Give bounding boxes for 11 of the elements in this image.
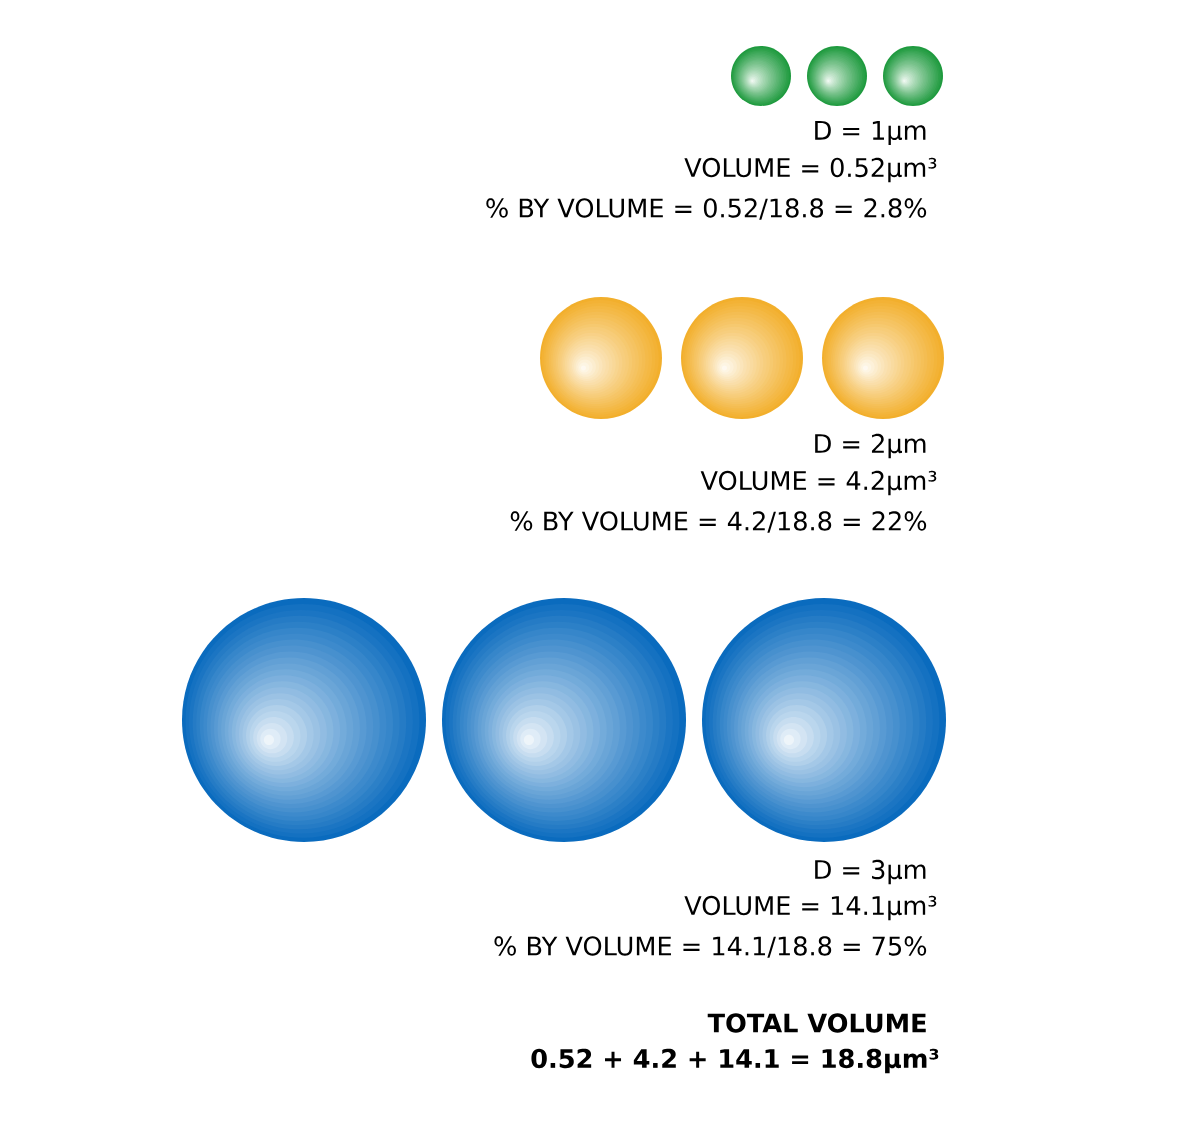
total-label: TOTAL VOLUME xyxy=(707,1013,926,1033)
measurement-label: VOLUME = 4.2µm³ xyxy=(700,470,937,496)
measurement-label: D = 2µm xyxy=(815,433,926,459)
measurement-label: D = 1µm xyxy=(815,121,926,145)
total-label: 0.52 + 4.2 + 14.1 = 18.8µm³ xyxy=(531,1048,939,1074)
measurement-label: % BY VOLUME = 14.1/18.8 = 75% xyxy=(494,936,927,958)
measurement-label: VOLUME = 0.52µm³ xyxy=(684,157,937,183)
measurement-label: % BY VOLUME = 4.2/18.8 = 22% xyxy=(510,511,927,533)
measurement-label: D = 3µm xyxy=(815,859,926,885)
measurement-label: VOLUME = 14.1µm³ xyxy=(684,895,937,921)
measurement-label: % BY VOLUME = 0.52/18.8 = 2.8% xyxy=(486,198,927,220)
